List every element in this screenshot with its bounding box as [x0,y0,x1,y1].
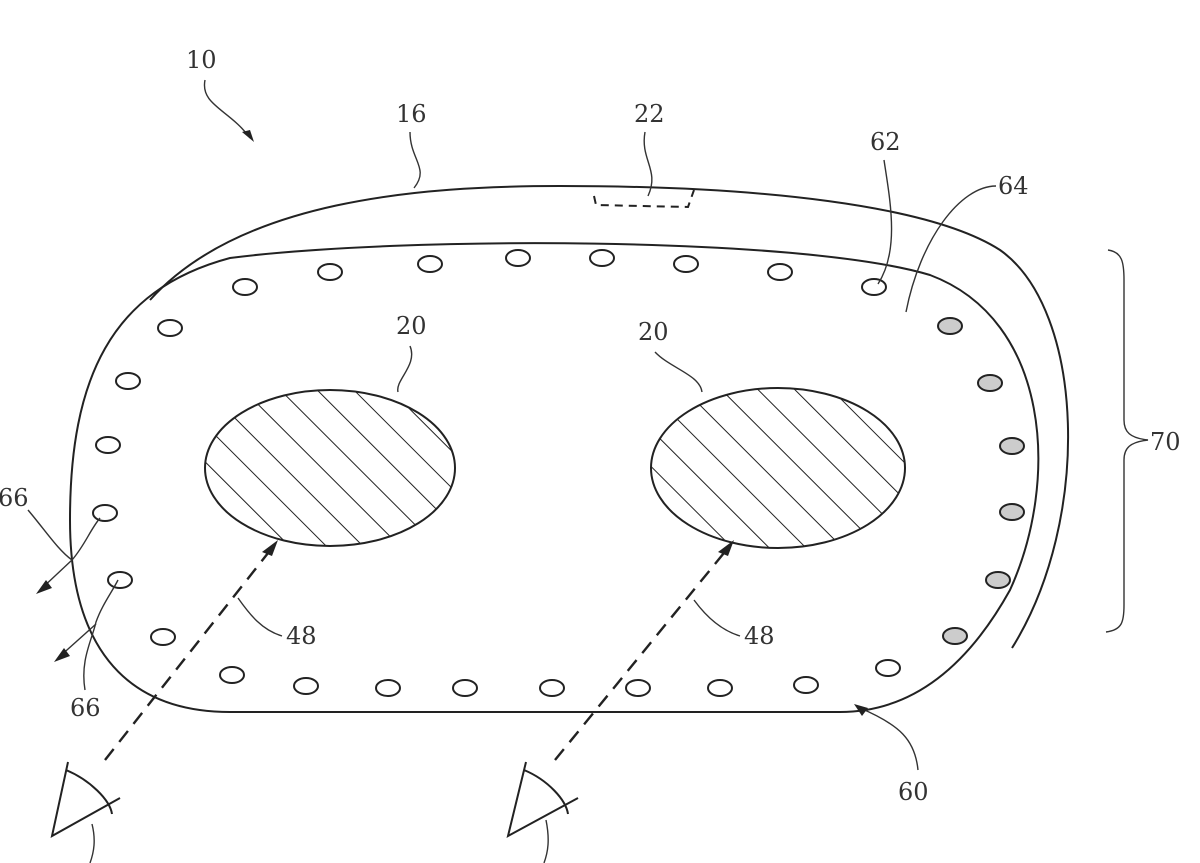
port-hole [625,679,651,697]
port-hole [942,627,968,645]
port-hole [150,628,176,646]
left-eye-leader [89,823,95,863]
leader-20-right [654,351,703,393]
label-48-right: 48 [744,622,775,650]
leader-48-left [237,597,283,637]
label-62: 62 [870,128,901,156]
port-hole [505,249,531,267]
port-hole [417,255,443,273]
port-hole [793,676,819,694]
label-10: 10 [186,46,217,74]
label-64: 64 [998,172,1029,200]
leader-64 [905,185,997,313]
arrow-10 [242,130,254,142]
port-ring [92,249,1025,697]
label-20-right: 20 [638,318,669,346]
port-hole [985,571,1011,589]
port-hole [293,677,319,695]
port-hole [707,679,733,697]
arrowhead-66-upper [36,580,52,594]
leader-60 [859,707,919,771]
port-hole [539,679,565,697]
port-hole [232,278,258,296]
port-hole [589,249,615,267]
port-hole [219,666,245,684]
label-48-left: 48 [286,622,317,650]
label-16: 16 [396,100,427,128]
leader-20-left [397,345,413,393]
bracket-70 [1105,249,1149,633]
housing-outline [149,184,1070,649]
right-view-ray [554,547,729,761]
left-eye-icon [50,761,121,838]
port-hole [875,659,901,677]
port-hole [999,503,1025,521]
component-22-outline [593,189,695,209]
right-eye-leader [543,819,549,863]
port-hole [977,374,1003,392]
right-eye-icon [506,761,579,838]
arrowhead-60 [854,704,868,716]
label-66-lower: 66 [70,694,101,722]
leader-66-lower [83,579,119,691]
leader-62 [877,159,893,285]
port-hole [317,263,343,281]
label-22: 22 [634,100,665,128]
leader-48-right [693,599,741,637]
leader-16 [409,131,421,189]
leader-66-upper [27,509,101,561]
port-hole [937,317,963,335]
left-view-arrowhead [262,540,278,556]
port-hole [861,278,887,296]
port-hole [157,319,183,337]
left-lens [204,389,456,547]
label-20-left: 20 [396,312,427,340]
right-view-arrowhead [718,540,734,556]
label-70: 70 [1150,428,1181,456]
leader-10 [203,79,251,139]
port-hole [115,372,141,390]
port-hole [673,255,699,273]
front-face-outline [68,242,1040,713]
port-hole [92,504,118,522]
leader-22 [643,131,653,197]
port-hole [452,679,478,697]
port-hole [767,263,793,281]
label-60: 60 [898,778,929,806]
label-66-upper: 66 [0,484,29,512]
right-lens [650,387,906,549]
port-hole [999,437,1025,455]
port-hole [95,436,121,454]
arrowhead-66-lower [54,648,70,662]
port-hole [375,679,401,697]
port-hole [107,571,133,589]
